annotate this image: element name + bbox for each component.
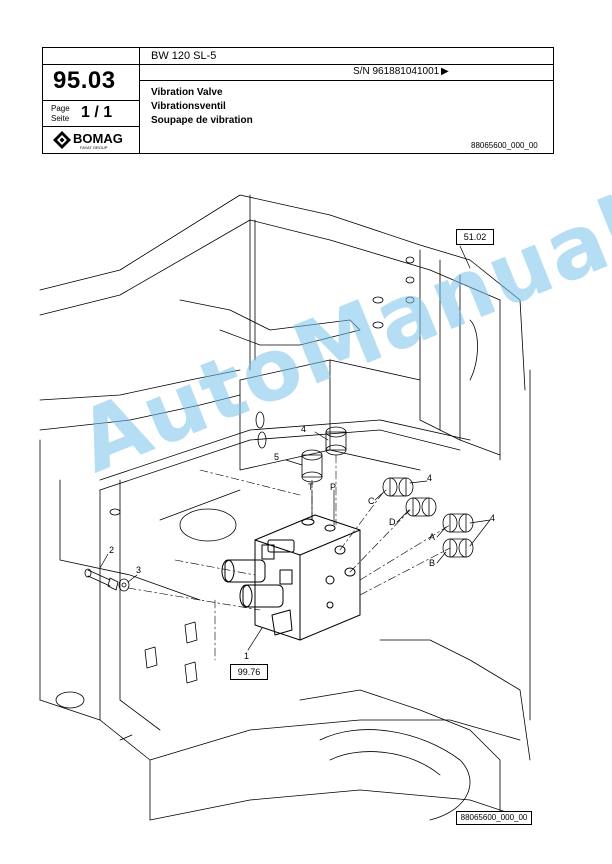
- port-label-B: B: [429, 558, 436, 568]
- drawing-code: 88065600_000_00: [456, 811, 532, 825]
- header-table: BW 120 SL-5 95.03 S/N 961881041001 ▶ Pag…: [42, 47, 554, 154]
- callout-3: 3: [136, 565, 142, 575]
- bomag-logo: BOMAG FAYAT GROUP: [53, 130, 133, 150]
- seite-label: Seite: [51, 114, 70, 123]
- callout-5: 5: [274, 452, 280, 462]
- header-row-line: [139, 80, 553, 81]
- machine-frame: [39, 194, 531, 821]
- serial-arrow-icon: ▶: [441, 66, 449, 77]
- port-label-C: C: [368, 496, 375, 506]
- brand-name: BOMAG: [73, 131, 123, 146]
- port-label-D: D: [389, 517, 396, 527]
- header-row-line: [43, 64, 139, 65]
- center-lines: [127, 454, 451, 661]
- callout-2: 2: [109, 545, 115, 555]
- document-code: 88065600_000_00: [471, 141, 538, 150]
- serial-number: S/N 961881041001: [353, 66, 440, 77]
- header-divider: [139, 48, 140, 153]
- port-label-P: P: [330, 482, 337, 492]
- header-row-line: [43, 100, 139, 101]
- reference-box-51-02: 51.02: [456, 229, 494, 245]
- port-label-T: T: [308, 482, 314, 492]
- bomag-logo-icon: [53, 131, 71, 149]
- title-de: Vibrationsventil: [151, 101, 226, 112]
- reference-box-99-76: 99.76: [230, 664, 268, 680]
- callout-4-mid: 4: [427, 473, 433, 483]
- page-of: 1 / 1: [81, 104, 113, 121]
- page-label: Page: [51, 104, 70, 113]
- vibration-valve-block: [221, 514, 361, 641]
- title-fr: Soupape de vibration: [151, 115, 253, 126]
- callout-4-right: 4: [490, 513, 496, 523]
- brand-subtitle: FAYAT GROUP: [80, 145, 108, 150]
- leader-lines: [99, 245, 491, 651]
- callout-1: 1: [244, 651, 250, 661]
- page-number: 95.03: [53, 67, 116, 94]
- model-name: BW 120 SL-5: [151, 50, 217, 62]
- port-label-A: A: [429, 532, 436, 542]
- callout-4-top: 4: [301, 424, 307, 434]
- header-row-line: [43, 126, 139, 127]
- header-row-line: [139, 64, 553, 65]
- title-en: Vibration Valve: [151, 87, 223, 98]
